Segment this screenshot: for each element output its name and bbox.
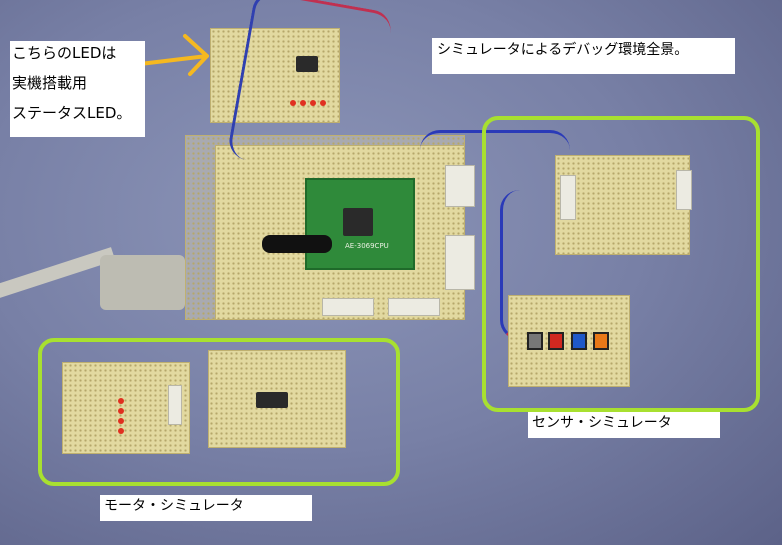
status-led-note: こちらのLEDは 実機搭載用 ステータスLED。 [10, 41, 145, 137]
sensor-simulator-frame [482, 116, 760, 412]
connector [168, 385, 182, 425]
status-led [290, 100, 296, 106]
red-switch [548, 332, 564, 350]
switch-board [508, 295, 630, 387]
cpu-board: AE-3069CPU [305, 178, 415, 270]
sensor-board [555, 155, 690, 255]
motor-led [118, 398, 124, 404]
connector [445, 235, 475, 290]
status-led [310, 100, 316, 106]
status-led [320, 100, 326, 106]
status-led [300, 100, 306, 106]
db9-connector [100, 255, 185, 310]
motor-led [118, 418, 124, 424]
sensor-simulator-label: センサ・シミュレータ [528, 412, 720, 438]
cpu-board-label: AE-3069CPU [345, 242, 389, 250]
connector [560, 175, 576, 220]
gray-switch [527, 332, 543, 350]
power-jack [262, 235, 332, 253]
motor-simulator-label: モータ・シミュレータ [100, 495, 312, 521]
connector [322, 298, 374, 316]
motor-led [118, 408, 124, 414]
motor-simulator-frame [38, 338, 400, 486]
serial-cable [0, 247, 116, 304]
connector [445, 165, 475, 207]
connector [676, 170, 692, 210]
note-line: こちらのLEDは [12, 44, 117, 62]
overview-caption: シミュレータによるデバッグ環境全景。 [432, 38, 735, 74]
cpu-chip [343, 208, 373, 236]
status-led-board [210, 28, 340, 123]
motor-led [118, 428, 124, 434]
blue-switch [571, 332, 587, 350]
note-line: 実機搭載用 [12, 74, 88, 92]
arrow-icon [138, 34, 209, 76]
orange-switch [593, 332, 609, 350]
ic-chip [296, 56, 318, 72]
wire-bundle [226, 0, 394, 181]
ic-chip [256, 392, 288, 408]
connector [388, 298, 440, 316]
note-line: ステータスLED。 [12, 104, 132, 122]
